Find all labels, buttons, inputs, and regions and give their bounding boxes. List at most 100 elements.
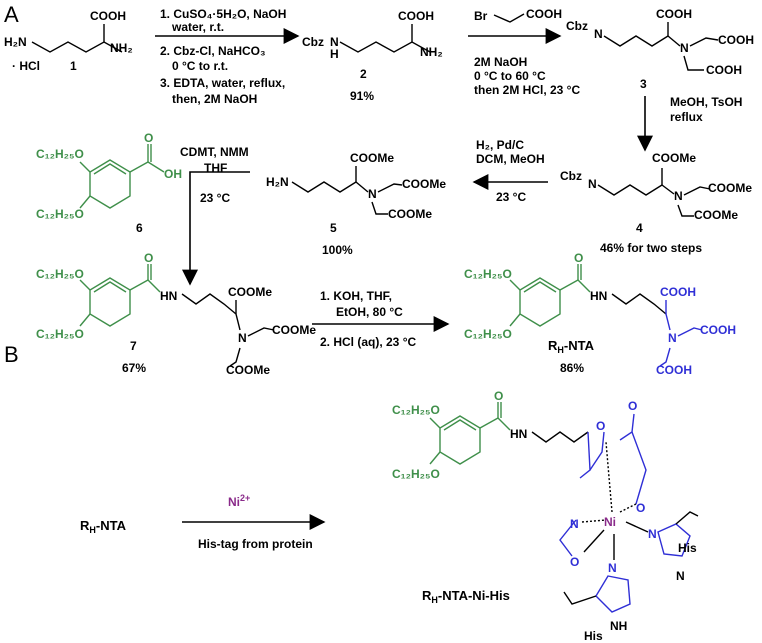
compound-6: O OH C₁₂H₂₅O C₁₂H₂₅O 6 [36, 131, 182, 235]
product-cooh-right: COOH [700, 323, 736, 337]
panel-b-product-label: RH-NTA-Ni-His [422, 588, 510, 605]
compound-5-h2n: H₂N [266, 175, 289, 189]
compound-2-n: N [330, 35, 339, 49]
step-6-line-2: EtOH, 80 °C [336, 305, 403, 319]
compound-7-coome-right: COOMe [272, 323, 316, 337]
compound-3-cooh-bottom: COOH [706, 63, 742, 77]
step-6-line-3: 2. HCl (aq), 23 °C [320, 335, 416, 349]
compound-2-id: 2 [360, 67, 367, 81]
step-4-line-2: DCM, MeOH [476, 152, 545, 166]
complex-n-his2: N [608, 561, 617, 575]
compound-2-cooh: COOH [398, 9, 434, 23]
compound-4-cbz: Cbz [560, 169, 582, 183]
compound-2-h: H [330, 47, 339, 61]
panel-b-reactant-label: RH-NTA [80, 518, 127, 535]
compound-5-yield: 100% [322, 243, 353, 257]
compound-3-cooh-top: COOH [656, 7, 692, 21]
compound-6-o: O [144, 131, 153, 145]
compound-4-yield: 46% for two steps [600, 241, 702, 255]
step-1-line-3: 2. Cbz-Cl, NaHCO₃ [160, 44, 266, 58]
panel-a-label: A [4, 2, 19, 27]
complex-o: O [494, 389, 503, 403]
complex-n: N [570, 517, 579, 531]
step-4-line-3: 23 °C [496, 190, 526, 204]
complex-o-3: O [636, 501, 645, 515]
compound-7-hn: HN [160, 289, 177, 303]
compound-1-h2n: H₂N [4, 35, 27, 49]
compound-6-c12-top: C₁₂H₂₅O [36, 147, 84, 161]
step-5-line-2: THF [204, 161, 227, 175]
compound-4: Cbz N COOMe N COOMe COOMe 4 46% for two … [560, 151, 752, 255]
complex-n-his1: N [648, 527, 657, 541]
compound-5-coome-right: COOMe [402, 177, 446, 191]
compound-1: H₂N COOH NH₂ · HCl 1 [4, 9, 133, 73]
compound-5: H₂N COOMe N COOMe COOMe 5 100% [266, 151, 446, 257]
complex-hn: HN [510, 427, 527, 441]
complex-nh-his2: NH [610, 619, 627, 633]
step-1-line-4: 0 °C to r.t. [172, 59, 228, 73]
product-n: N [668, 331, 677, 345]
compound-7-coome-bottom: COOMe [226, 363, 270, 377]
compound-3: Cbz N COOH N COOH COOH 3 [566, 7, 754, 91]
compound-2-nh2: NH₂ [420, 45, 443, 59]
product-c12-top: C₁₂H₂₅O [464, 267, 512, 281]
compound-1-cooh: COOH [90, 9, 126, 23]
compound-5-id: 5 [330, 221, 337, 235]
compound-7-id: 7 [130, 339, 137, 353]
compound-2-cbz: Cbz [302, 35, 324, 49]
product-name: RH-NTA [548, 338, 595, 355]
compound-3-nh: N [594, 27, 603, 41]
compound-2-yield: 91% [350, 89, 374, 103]
panel-b-reagent: Ni2+ [228, 493, 250, 509]
complex-his-label-2: His [584, 629, 603, 643]
product-yield: 86% [560, 361, 584, 375]
complex-ni: Ni [604, 515, 616, 529]
compound-4-id: 4 [636, 221, 643, 235]
complex-hn-his1: N [676, 569, 685, 583]
compound-4-coome-right: COOMe [708, 181, 752, 195]
step-1-line-6: then, 2M NaOH [172, 92, 257, 106]
compound-5-n: N [368, 187, 377, 201]
complex-o-4: O [570, 555, 579, 569]
compound-3-id: 3 [640, 77, 647, 91]
product-c12-bottom: C₁₂H₂₅O [464, 327, 512, 341]
step-2-line-3: then 2M HCl, 23 °C [474, 83, 580, 97]
step-4-line-1: H₂, Pd/C [476, 138, 524, 152]
step-2-line-2: 0 °C to 60 °C [474, 69, 546, 83]
product-rh-nta: O C₁₂H₂₅O C₁₂H₂₅O HN COOH N COOH COOH RH… [464, 251, 736, 377]
compound-6-oh: OH [164, 167, 182, 181]
product-cooh-bottom: COOH [656, 363, 692, 377]
panel-b-label: B [4, 342, 19, 367]
compound-4-n: N [674, 189, 683, 203]
step-2-cooh: COOH [526, 7, 562, 21]
compound-4-nh: N [588, 177, 597, 191]
panel-b-condition: His-tag from protein [198, 537, 313, 551]
product-o: O [574, 251, 583, 265]
compound-7-n: N [238, 331, 247, 345]
compound-7-c12-bottom: C₁₂H₂₅O [36, 327, 84, 341]
compound-4-coome-top: COOMe [652, 151, 696, 165]
compound-6-id: 6 [136, 221, 143, 235]
step-1-conditions: 1. CuSO₄·5H₂O, NaOH water, r.t. 2. Cbz-C… [160, 7, 286, 106]
compound-2: Cbz N H COOH NH₂ 2 91% [302, 9, 443, 103]
compound-5-coome-top: COOMe [350, 151, 394, 165]
compound-3-cbz: Cbz [566, 19, 588, 33]
compound-1-id: 1 [70, 59, 77, 73]
compound-6-c12-bottom: C₁₂H₂₅O [36, 207, 84, 221]
step-1-line-2: water, r.t. [171, 20, 224, 34]
step-2-conditions: Br COOH 2M NaOH 0 °C to 60 °C then 2M HC… [474, 7, 580, 97]
compound-7-o: O [144, 251, 153, 265]
complex-o-2: O [628, 399, 637, 413]
step-3-line-1: MeOH, TsOH [670, 95, 742, 109]
compound-1-nh2: NH₂ [110, 41, 133, 55]
compound-7-yield: 67% [122, 361, 146, 375]
compound-3-cooh-right: COOH [718, 33, 754, 47]
step-3-line-2: reflux [670, 110, 703, 124]
product-cooh-top: COOH [660, 285, 696, 299]
compound-7-c12-top: C₁₂H₂₅O [36, 267, 84, 281]
compound-7: O C₁₂H₂₅O C₁₂H₂₅O HN COOMe N COOMe COOMe… [36, 251, 316, 377]
complex-his-label-1: His [678, 541, 697, 555]
compound-1-hcl: · HCl [12, 59, 40, 73]
compound-5-coome-bottom: COOMe [388, 207, 432, 221]
